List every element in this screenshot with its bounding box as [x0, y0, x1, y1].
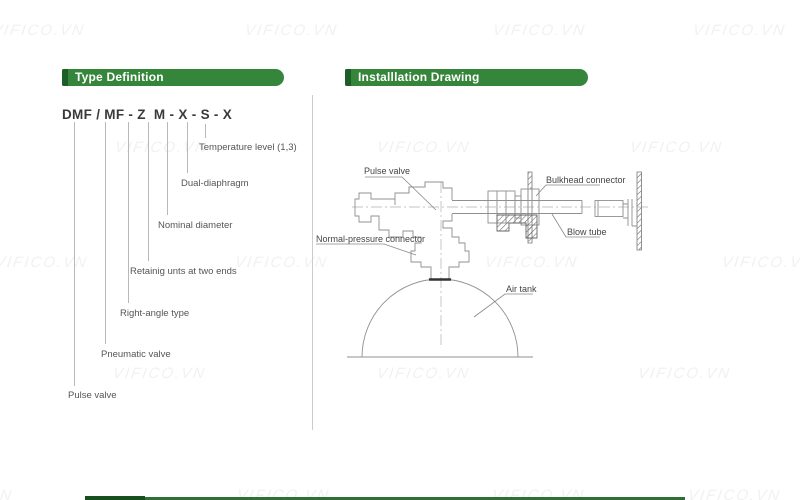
section-header-installation-drawing: Installlation Drawing: [345, 69, 588, 86]
code-drop-line: [74, 122, 75, 386]
callout-leaders: [316, 176, 600, 318]
watermark-text: VIFICO.VN: [233, 254, 330, 271]
watermark-text: VIFICO.VN: [491, 22, 588, 39]
watermark-text: VIFICO.VN: [720, 254, 800, 271]
watermark-text: VIFICO.VN: [686, 487, 783, 500]
callout-pulse-valve: Pulse valve: [364, 166, 411, 176]
pulse-valve-outline: [354, 181, 470, 280]
watermark-text: VIFICO.VN: [375, 365, 472, 382]
watermark-text: VIFICO.VN: [691, 22, 788, 39]
watermark-text: VIFICO.VN: [636, 365, 733, 382]
model-code: DMF / MF - Z M - X - S - X: [62, 107, 233, 122]
callout-blow-tube: Blow tube: [567, 227, 607, 237]
watermark-text: VIFICO.VN: [628, 139, 725, 156]
code-drop-line: [205, 124, 206, 138]
section-title-installation-drawing: Installlation Drawing: [358, 70, 480, 84]
code-drop-line: [148, 122, 149, 261]
code-label-dual-diaphragm: Dual-diaphragm: [181, 178, 249, 189]
watermark-text: VIFICO.VN: [0, 254, 90, 271]
section-title-type-definition: Type Definition: [75, 70, 164, 84]
code-label-retaining-units: Retainig unts at two ends: [130, 266, 237, 277]
watermark-text: VIFICO.VN: [0, 22, 87, 39]
code-label-right-angle-type: Right-angle type: [120, 308, 190, 319]
section-header-type-definition: Type Definition: [62, 69, 284, 86]
code-label-pulse-valve: Pulse valve: [68, 390, 117, 401]
code-drop-line: [128, 122, 129, 303]
bulkhead-wall: [527, 171, 533, 244]
code-label-nominal-diameter: Nominal diameter: [158, 220, 233, 231]
callout-normal-pressure-connector: Normal-pressure connector: [316, 234, 426, 244]
bracket-hatched: [496, 214, 538, 239]
watermark-text: VIFICO.VN: [0, 487, 15, 500]
footer-bar: [145, 497, 685, 500]
code-drop-line: [167, 122, 168, 215]
column-divider: [312, 95, 313, 430]
code-label-temperature-level: Temperature level (1,3): [199, 142, 297, 153]
header-accent-bar: [345, 69, 351, 86]
header-accent-bar: [62, 69, 68, 86]
callout-air-tank: Air tank: [506, 284, 537, 294]
far-wall: [636, 171, 642, 251]
code-drop-line: [187, 122, 188, 173]
code-label-pneumatic-valve: Pneumatic valve: [101, 349, 171, 360]
watermark-text: VIFICO.VN: [111, 365, 208, 382]
code-drop-line: [105, 122, 106, 344]
callout-bulkhead-connector: Bulkhead connector: [546, 175, 626, 185]
watermark-text: VIFICO.VN: [375, 139, 472, 156]
blow-tube-outline: [452, 188, 637, 227]
watermark-text: VIFICO.VN: [483, 254, 580, 271]
footer-accent-bar: [85, 496, 145, 500]
watermark-text: VIFICO.VN: [243, 22, 340, 39]
